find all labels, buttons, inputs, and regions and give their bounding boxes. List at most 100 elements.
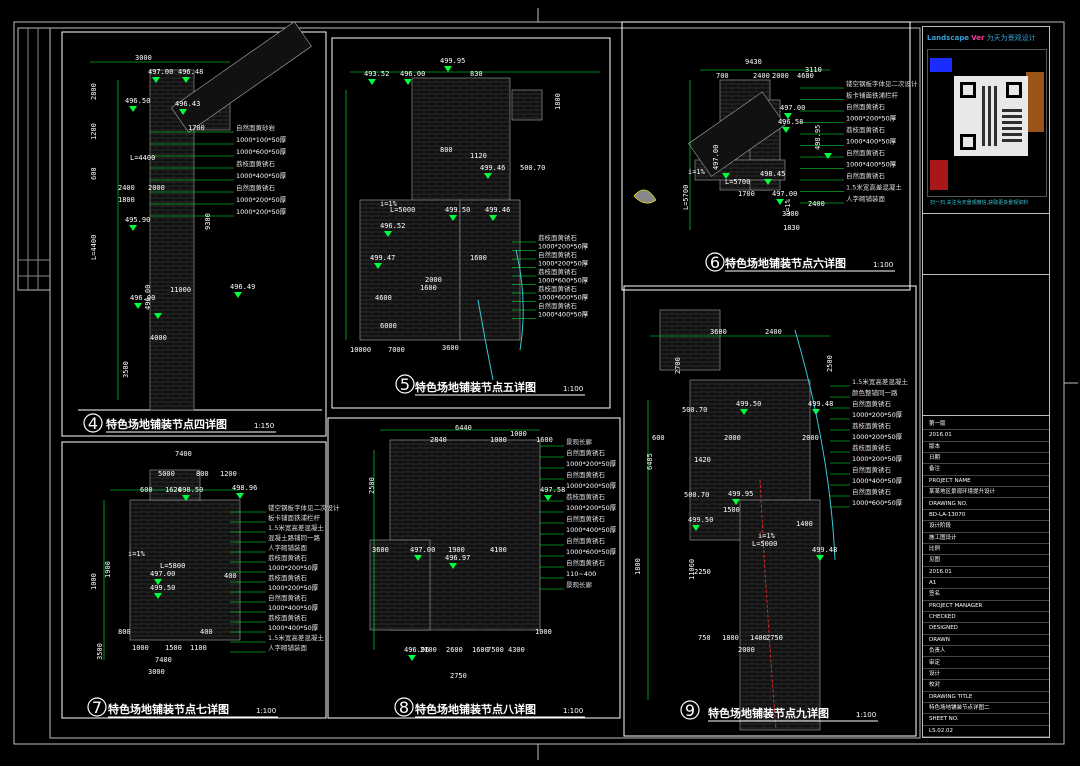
elevation-marker [368,79,376,85]
dimension-label: 499.46 [480,164,505,172]
qr-code-icon [954,76,1028,156]
elevation-marker [182,77,190,83]
elevation-marker [129,225,137,231]
dimension-label: 1500 [723,506,740,514]
dimension-label: 499.50 [688,516,713,524]
material-note: 1000*200*50厚 [846,115,897,123]
dimension-label: 500.70 [682,406,707,414]
dimension-label: 400 [224,572,237,580]
material-note: 1000*200*50厚 [538,260,589,268]
dimension-label: 496.58 [778,118,803,126]
ramp-6-0 [688,91,786,177]
material-note: 1.5米宽高差混凝土 [846,183,902,192]
ramp-4-0 [170,21,312,133]
material-note: 1000*200*50厚 [566,460,617,468]
material-note: 1000*200*50厚 [852,411,903,419]
dimension-label: L=5000 [752,540,777,548]
curve-edge-9 [794,329,836,561]
paving-5-0-outline [411,77,511,209]
elevation-marker [408,655,416,661]
title-block-cell: 日期 [923,453,1049,465]
dimension-label: 1600 [420,284,437,292]
panel-frame-8 [621,21,911,291]
title-block-cell: CHECKED [923,612,1049,624]
paving-5-3 [511,89,543,121]
material-note: 荔枝面黄锈石 [566,492,606,501]
material-note: 自然面黄锈石 [268,593,308,602]
dimension-label: 497.00 [772,190,797,198]
red-centerline-9 [759,479,777,731]
material-note: 1000*400*50厚 [268,624,319,632]
dimension-label: 3500 [122,361,130,378]
material-note: 自然面黄锈石 [566,536,606,545]
title-block-cell: 设计阶段 [923,521,1049,533]
elevation-marker [234,292,242,298]
material-note: 1000*200*50厚 [538,243,589,251]
dimension-label: 3600 [372,546,389,554]
dimension-label: 2750 [450,672,467,680]
dimension-label: 1700 [738,190,755,198]
dimension-label: 1420 [694,456,711,464]
panel-number-ring [83,413,103,433]
dimension-label: 495.90 [125,216,150,224]
dimension-label: 493.52 [364,70,389,78]
dimension-label: 1000 [535,628,552,636]
panel-number: 5 [400,375,410,394]
dimension-label: 498.96 [232,484,257,492]
dimension-label: 1200 [220,470,237,478]
title-block-cell: PROJECT NAME [923,476,1049,488]
brand-row: Landscape Ver 为天为景观设计 [927,31,1047,45]
dimension-label: L=4400 [90,235,98,260]
dimension-label: 6485 [646,453,654,470]
panel-title: 特色场地铺装节点七详图 [108,702,229,716]
blue-swatch [930,58,952,72]
elevation-marker [154,579,162,585]
paving-9-2 [659,309,721,371]
panel-frame-5 [61,441,327,719]
paving-9-1-outline [739,499,821,731]
dimension-label: 4100 [490,546,507,554]
dimension-label: 498.45 [760,170,785,178]
dimension-label: 2800 [90,83,98,100]
dimension-label: 800 [440,146,453,154]
dimension-label: 2000 [802,434,819,442]
material-note: 自然面黄锈石 [846,171,886,180]
material-note: 自然面黄锈石 [566,448,606,457]
dimension-label: i=1% [380,200,398,208]
title-block-cell: DRAWING TITLE [923,692,1049,703]
elevation-marker [154,593,162,599]
dimension-label: 6000 [380,322,397,330]
dimension-label: 7000 [388,346,405,354]
dimension-label: 2400 [118,184,135,192]
elevation-marker [722,173,730,179]
dimension-label: 499.50 [445,206,470,214]
title-block-cell: 施工图设计 [923,533,1049,544]
dimension-label: 498.95 [814,125,822,150]
inner-frame [49,27,921,739]
elevation-marker [182,495,190,501]
dimension-label: 1000 [90,573,98,590]
material-note: 1000*200*50厚 [566,504,617,512]
dimension-label: 1200 [90,123,98,140]
material-note: 1000*100*50厚 [236,136,287,144]
dimension-label: 2400 [753,72,770,80]
dimension-label: 496.00 [130,294,155,302]
panel-title: 特色场地铺装节点八详图 [415,702,536,716]
dimension-label: 499.50 [150,584,175,592]
dimension-label: 400 [200,628,213,636]
drawing-layer [90,21,850,731]
dimension-label: 11060 [688,559,696,580]
dimension-label: 3000 [148,668,165,676]
material-note: 荔枝面黄锈石 [268,553,308,562]
dimension-label: 1700 [188,124,205,132]
title-block-cell: 负责人 [923,646,1049,658]
material-note: 自然面黄锈石 [852,399,892,408]
material-note: 荔枝面黄锈石 [268,573,308,582]
dimension-label: 830 [470,70,483,78]
paving-5-2 [459,199,521,341]
dimension-label: 4300 [508,646,525,654]
title-block-cell: DESIGNED [923,623,1049,635]
dimension-label: i=1% [758,532,776,540]
